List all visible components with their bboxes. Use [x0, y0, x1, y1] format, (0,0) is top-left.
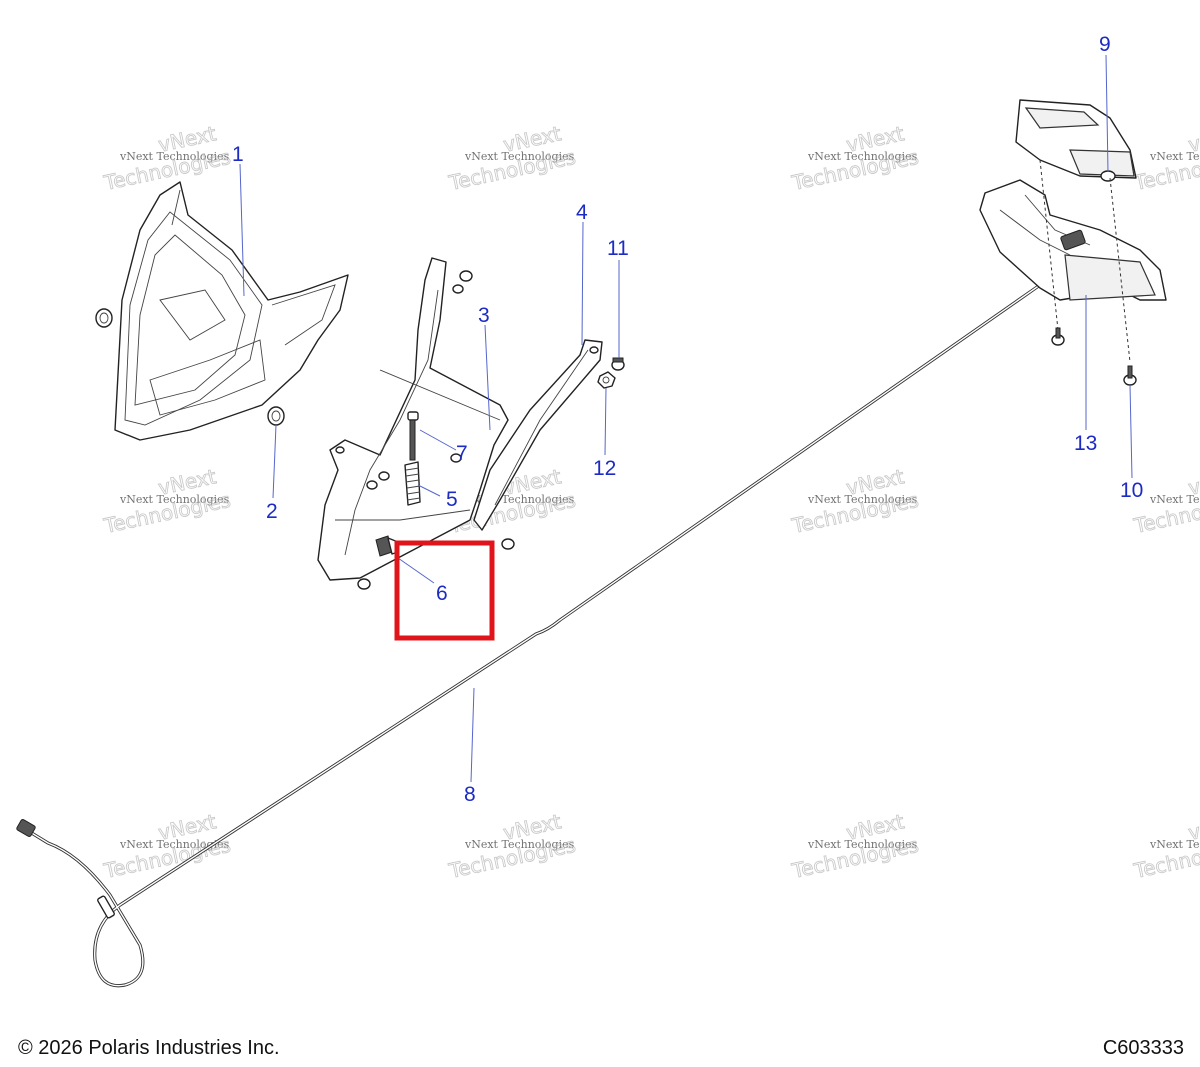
callout-12[interactable]: 12: [593, 457, 616, 480]
diagram-code: C603333: [1102, 1037, 1184, 1059]
callout-6[interactable]: 6: [436, 582, 448, 605]
fastener: [1051, 327, 1065, 346]
highlight-box-callout-6: [394, 540, 495, 641]
part-2-washer[interactable]: [267, 406, 285, 426]
part-13-taillight-housing[interactable]: [979, 179, 1167, 301]
grommet-icon: [95, 308, 113, 328]
callout-7[interactable]: 7: [456, 442, 468, 465]
part-12-nut[interactable]: [597, 371, 616, 389]
watermark-line1: vNext Technologies: [119, 150, 230, 163]
watermark-line1: vNext Technologies: [1149, 838, 1200, 851]
callout-10[interactable]: 10: [1120, 479, 1143, 502]
part-5-spring[interactable]: [404, 461, 421, 506]
watermark: vNext Technologies vNext Technologies: [789, 121, 922, 196]
part-11-screw[interactable]: [611, 357, 625, 371]
part-8-wire-harness[interactable]: [16, 283, 1041, 988]
watermark-line1: vNext Technologies: [807, 150, 918, 163]
callout-labels: 1 2 3 4 5 6 7 8 9 10 11 12 13: [232, 33, 1143, 806]
connector-icon: [1060, 229, 1086, 251]
callout-5[interactable]: 5: [446, 488, 458, 511]
callout-3[interactable]: 3: [478, 304, 490, 327]
clip-icon: [97, 895, 115, 919]
copyright-text: © 2026 Polaris Industries Inc.: [18, 1037, 280, 1059]
callout-1[interactable]: 1: [232, 143, 244, 166]
watermark: vNext Technologies vNext Technologies: [789, 464, 922, 539]
watermark: vNext Technologies vNext Technologies: [1131, 121, 1200, 196]
watermark-line1: vNext Technologies: [464, 150, 575, 163]
watermark: vNext Technologies vNext Technologies: [789, 809, 922, 884]
callout-13[interactable]: 13: [1074, 432, 1097, 455]
part-1-headlight-assembly[interactable]: [95, 181, 349, 441]
callout-4[interactable]: 4: [576, 201, 588, 224]
watermark-line1: vNext Technologies: [1149, 150, 1200, 163]
part-9-tail-lens[interactable]: [1015, 99, 1137, 182]
callout-11[interactable]: 11: [607, 237, 629, 260]
part-10-screw[interactable]: [1123, 365, 1137, 386]
watermark: vNext Technologies vNext Technologies: [446, 809, 579, 884]
part-4-support-arm[interactable]: [473, 339, 603, 531]
connector-icon: [16, 819, 36, 837]
watermark: vNext Technologies vNext Technologies: [446, 121, 579, 196]
watermark-line1: vNext Technologies: [119, 493, 230, 506]
watermark-line1: vNext Technologies: [807, 838, 918, 851]
watermark: vNext Technologies vNext Technologies: [101, 121, 234, 196]
callout-8[interactable]: 8: [464, 783, 476, 806]
part-7-adjuster-screw[interactable]: [407, 411, 419, 461]
leader-lines: [239, 54, 1133, 783]
watermark-line1: vNext Technologies: [807, 493, 918, 506]
fasteners: [357, 270, 515, 590]
watermark-line1: vNext Technologies: [1149, 493, 1200, 506]
watermark: vNext Technologies vNext Technologies: [101, 464, 234, 539]
callout-9[interactable]: 9: [1099, 33, 1111, 56]
callout-2[interactable]: 2: [266, 500, 278, 523]
watermark-line1: vNext Technologies: [119, 838, 230, 851]
watermark-line1: vNext Technologies: [464, 838, 575, 851]
watermark: vNext Technologies vNext Technologies: [1131, 809, 1200, 884]
